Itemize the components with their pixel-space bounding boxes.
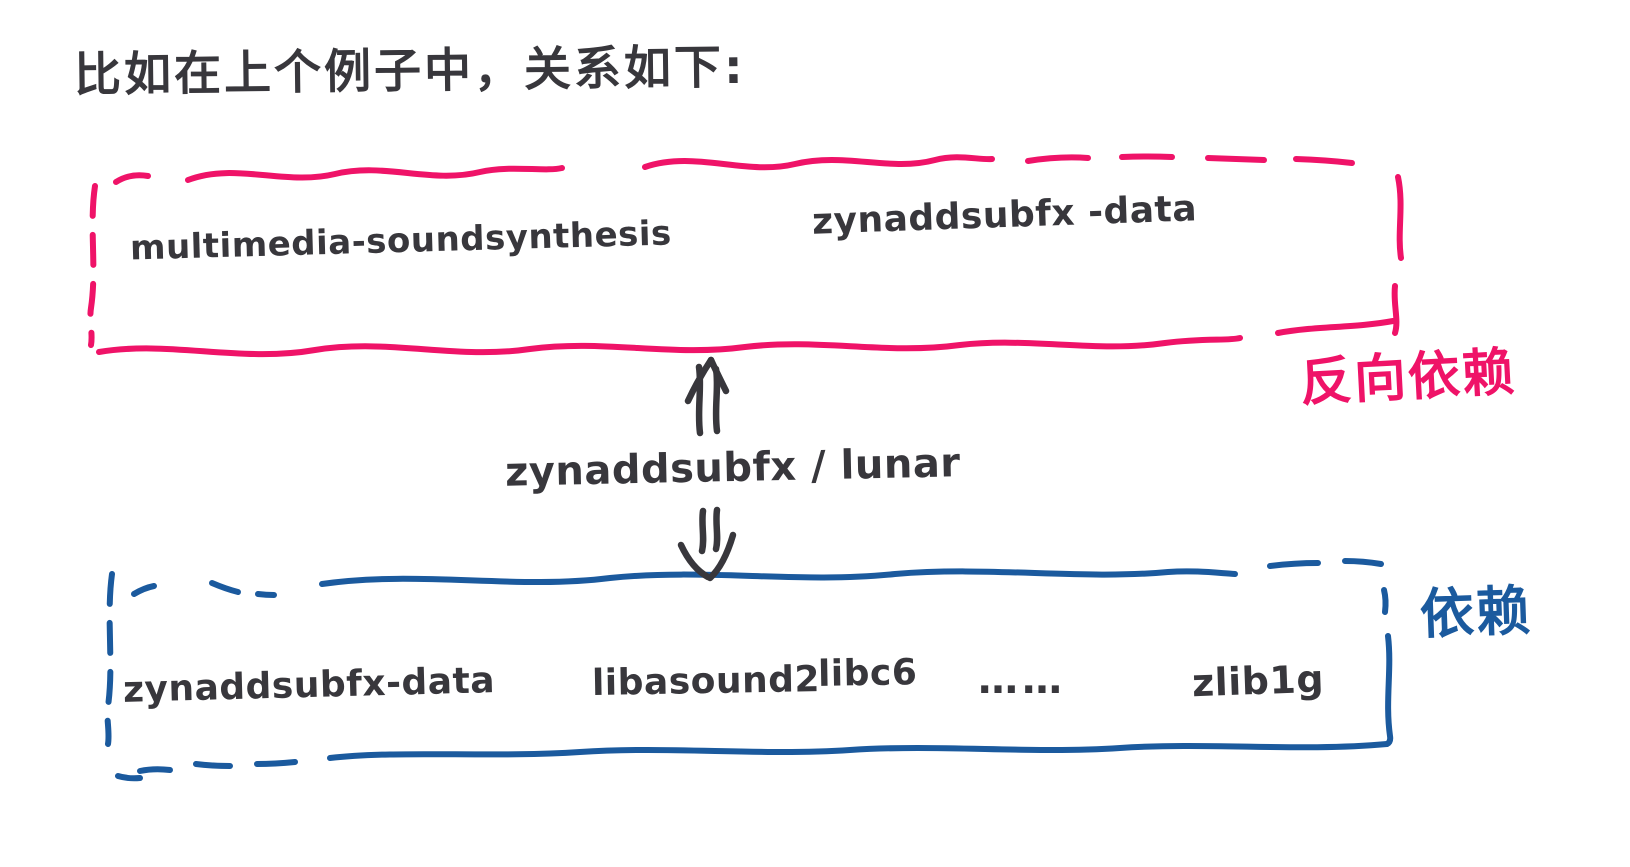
dep-package-libc6: libc6: [817, 652, 918, 695]
reverse-dependency-arrow-icon: [684, 356, 730, 437]
dep-package-libasound2: libasound2: [591, 659, 821, 704]
reverse-dependency-box-border: [87, 153, 1404, 358]
dep-package-zlib1g: zlib1g: [1191, 656, 1325, 706]
dep-ellipsis: ……: [978, 657, 1066, 703]
center-package-name: zynaddsubfx / lunar: [504, 440, 961, 496]
dependency-box-border: [104, 558, 1394, 782]
dependency-label: 依赖: [1418, 579, 1534, 646]
diagram-title: 比如在上个例子中，关系如下:: [73, 39, 747, 104]
dependency-arrow-icon: [677, 506, 737, 582]
reverse-dependency-label: 反向依赖: [1298, 342, 1518, 414]
dep-package-zynaddsubfx-data: zynaddsubfx-data: [122, 660, 496, 711]
